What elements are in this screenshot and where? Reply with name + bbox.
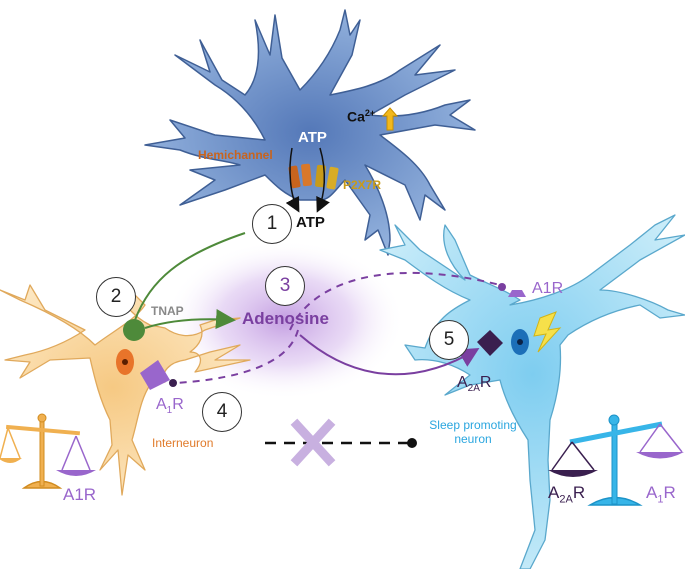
adenosine-to-a2ar-arrow bbox=[299, 334, 480, 376]
a1r-inter-sub: 1 bbox=[166, 405, 173, 417]
adenosine-to-a1r-dashed bbox=[289, 272, 501, 331]
step-1-circle: 1 bbox=[252, 204, 292, 244]
scale-right-a1r-label: A1R bbox=[646, 483, 676, 505]
scale-a1r-r: R bbox=[663, 483, 676, 502]
balance-scale-icon-right bbox=[548, 414, 684, 506]
a1r-top-label: A1R bbox=[532, 280, 564, 297]
hemichannel-icon bbox=[288, 163, 312, 189]
hemichannel-label: Hemichannel bbox=[198, 148, 273, 162]
a1r-interneuron-label: A1R bbox=[156, 396, 184, 416]
atp-release-arrow-left bbox=[285, 147, 300, 213]
scale-a1r-sub: 1 bbox=[657, 493, 664, 506]
a2ar-label: A2AR bbox=[457, 374, 491, 394]
a1r-receptor-sleep-neuron bbox=[508, 290, 526, 297]
sleep-neuron-label-line2: neuron bbox=[454, 432, 492, 446]
atp-inside-label: ATP bbox=[298, 129, 327, 146]
calcium-charge: 2+ bbox=[364, 108, 376, 118]
a1r-inter-r: R bbox=[172, 396, 184, 413]
p2x7r-label: P2X7R bbox=[343, 178, 382, 192]
scale-a1r-main: A bbox=[646, 483, 658, 502]
tnap-to-adenosine-arrow bbox=[144, 309, 236, 329]
calcium-text: Ca bbox=[347, 108, 365, 125]
balance-scale-icon bbox=[0, 413, 96, 489]
a2ar-receptor bbox=[477, 330, 503, 356]
sleep-neuron-nucleolus bbox=[517, 339, 523, 345]
scale-a2ar-r: R bbox=[572, 483, 586, 502]
astrocyte-cell bbox=[144, 9, 476, 256]
adenosine-label: Adenosine bbox=[242, 309, 329, 328]
step-2-circle: 2 bbox=[96, 277, 136, 317]
interneuron-label: Interneuron bbox=[152, 436, 214, 450]
sleep-neuron-label: Sleep promoting neuron bbox=[414, 418, 532, 446]
atp-to-tnap-line bbox=[134, 232, 246, 321]
inhibition-end-dot bbox=[407, 438, 417, 448]
step-3-circle: 3 bbox=[265, 266, 305, 306]
step-4-circle: 4 bbox=[202, 392, 242, 432]
a2ar-main: A bbox=[457, 374, 468, 391]
sleep-neuron-label-line1: Sleep promoting bbox=[429, 418, 517, 432]
atp-release-arrow-right bbox=[316, 147, 330, 213]
atp-out-label: ATP bbox=[296, 214, 325, 231]
a2ar-sub: 2A bbox=[467, 383, 480, 395]
a1r-receptor-interneuron bbox=[140, 360, 170, 390]
x-cross-icon bbox=[290, 418, 336, 467]
a1r-binding-dot bbox=[498, 283, 506, 291]
scale-left-label: A1R bbox=[63, 485, 97, 504]
calcium-label: Ca2+ bbox=[347, 108, 375, 125]
sleep-neuron-cell bbox=[379, 214, 685, 570]
tnap-enzyme-icon bbox=[123, 319, 145, 341]
scale-right-a2ar-label: A2AR bbox=[548, 483, 585, 505]
a1r-inter-main: A bbox=[156, 396, 167, 413]
step-5-circle: 5 bbox=[429, 320, 469, 360]
tnap-label: TNAP bbox=[151, 304, 184, 318]
up-arrow-icon bbox=[381, 107, 399, 131]
scale-a2ar-sub: 2A bbox=[559, 493, 573, 506]
lightning-icon bbox=[533, 311, 562, 353]
p2x7r-icon bbox=[315, 164, 339, 190]
interneuron-nucleolus bbox=[122, 359, 128, 365]
a2ar-r: R bbox=[479, 374, 492, 391]
interneuron-binding-dot bbox=[169, 379, 177, 387]
scale-a2ar-main: A bbox=[548, 483, 560, 502]
adenosine-to-interneuron-dashed bbox=[175, 329, 299, 384]
interneuron-cell bbox=[0, 279, 251, 496]
